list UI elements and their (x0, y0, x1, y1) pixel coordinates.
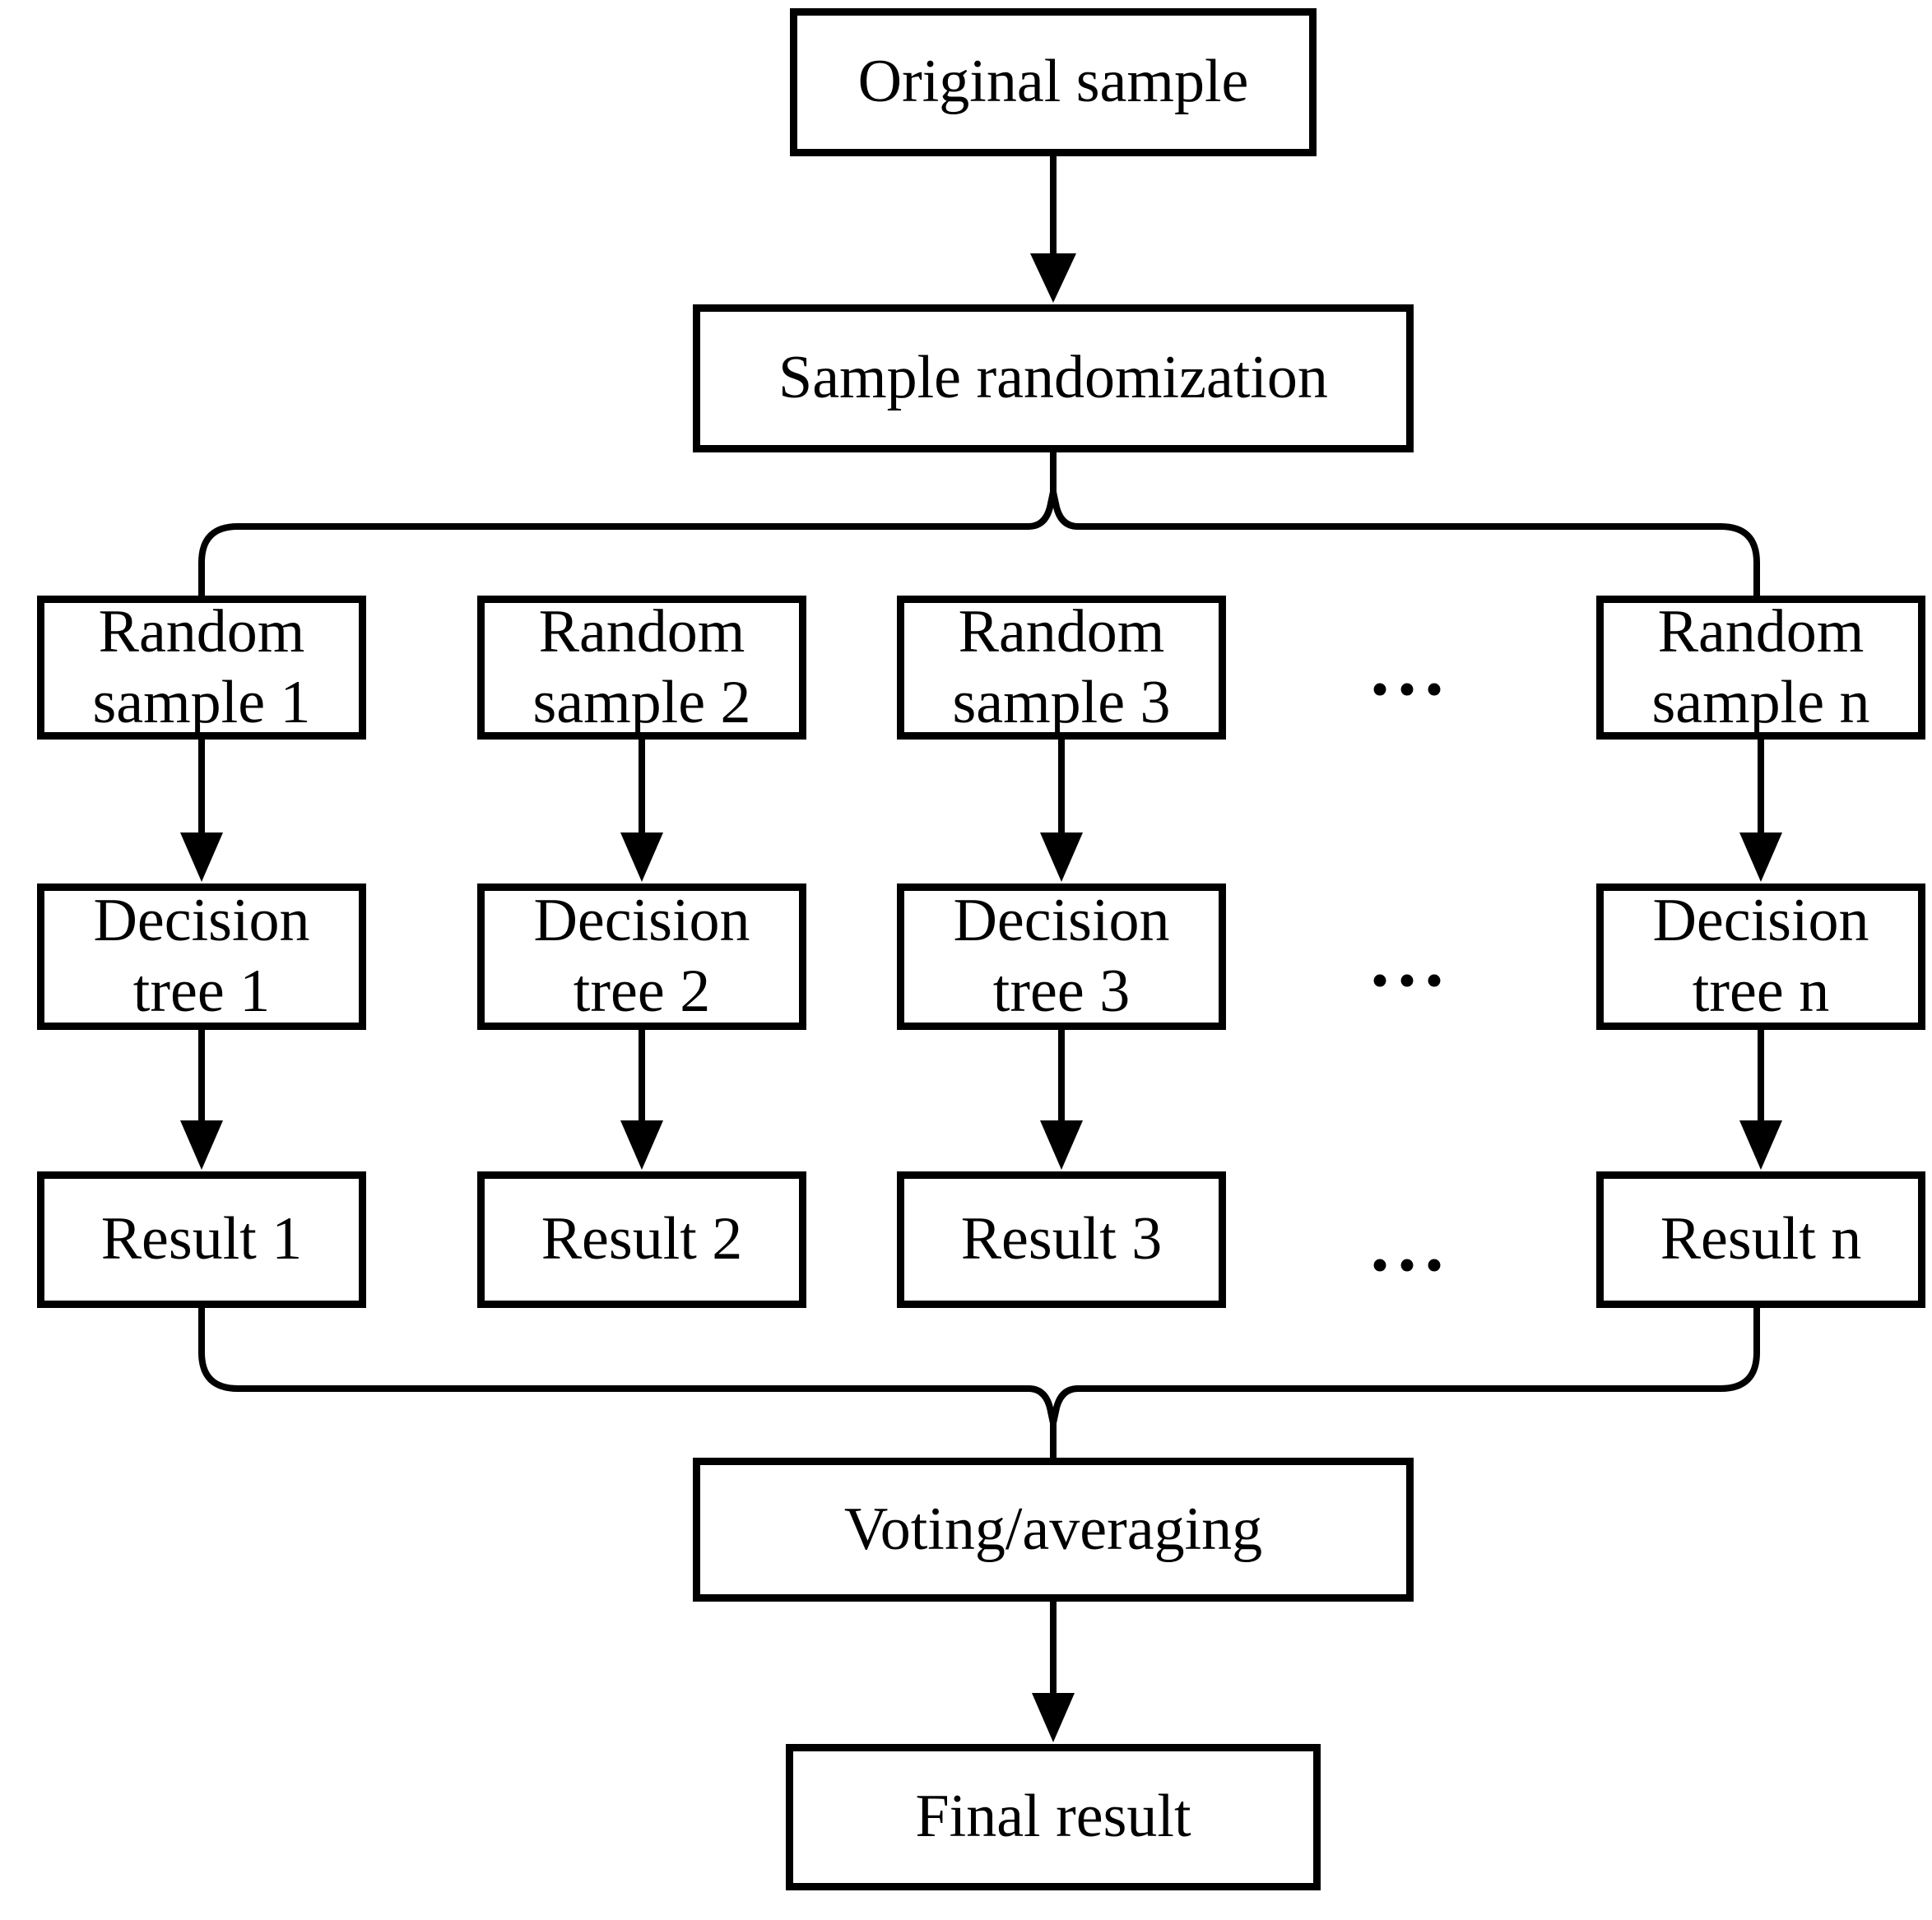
node-result-3-label: Result 3 (960, 1205, 1163, 1273)
node-result-1-label: Result 1 (100, 1205, 303, 1273)
node-final-result-label: Final result (915, 1783, 1191, 1851)
node-decision-tree-1-label: Decision tree 1 (93, 887, 310, 1025)
ellipsis-random-sample-row: ... (1370, 627, 1452, 711)
node-result-n: Result n (1596, 1171, 1925, 1308)
node-result-n-label: Result n (1660, 1205, 1862, 1273)
node-random-sample-3-label: Random sample 3 (952, 597, 1171, 736)
node-decision-tree-1: Decision tree 1 (37, 883, 366, 1030)
arrow-original-to-randomization (1030, 156, 1076, 303)
arrow-voting-to-final (1032, 1602, 1075, 1742)
ellipsis-result-row: ... (1370, 1203, 1452, 1287)
node-result-2-label: Result 2 (541, 1205, 743, 1273)
node-original-sample-label: Original sample (857, 48, 1249, 116)
node-decision-tree-n-label: Decision tree n (1652, 887, 1869, 1025)
node-random-sample-1-label: Random sample 1 (92, 597, 311, 736)
node-random-sample-1: Random sample 1 (37, 596, 366, 740)
node-random-sample-n-label: Random sample n (1651, 597, 1870, 736)
node-result-3: Result 3 (897, 1171, 1226, 1308)
node-voting-averaging-label: Voting/averaging (843, 1495, 1263, 1563)
node-random-sample-n: Random sample n (1596, 596, 1925, 740)
arrow-sample2-to-tree2 (620, 740, 663, 882)
node-decision-tree-3: Decision tree 3 (897, 883, 1226, 1030)
arrow-treen-to-resultn (1739, 1030, 1782, 1170)
node-decision-tree-n: Decision tree n (1596, 883, 1925, 1030)
arrow-samplen-to-treen (1739, 740, 1782, 882)
brace-top (198, 452, 1760, 596)
node-decision-tree-2: Decision tree 2 (477, 883, 806, 1030)
node-original-sample: Original sample (790, 8, 1317, 156)
node-voting-averaging: Voting/averaging (693, 1458, 1414, 1602)
node-sample-randomization-label: Sample randomization (778, 344, 1328, 412)
node-decision-tree-3-label: Decision tree 3 (953, 887, 1170, 1025)
node-random-sample-3: Random sample 3 (897, 596, 1226, 740)
node-random-sample-2: Random sample 2 (477, 596, 806, 740)
arrow-sample3-to-tree3 (1040, 740, 1083, 882)
node-result-2: Result 2 (477, 1171, 806, 1308)
node-sample-randomization: Sample randomization (693, 304, 1414, 452)
node-result-1: Result 1 (37, 1171, 366, 1308)
arrow-tree2-to-result2 (620, 1030, 663, 1170)
arrow-sample1-to-tree1 (180, 740, 223, 882)
arrow-tree1-to-result1 (180, 1030, 223, 1170)
brace-bottom (198, 1308, 1760, 1458)
node-final-result: Final result (786, 1744, 1321, 1890)
node-decision-tree-2-label: Decision tree 2 (533, 887, 750, 1025)
ellipsis-decision-tree-row: ... (1370, 918, 1452, 1002)
node-random-sample-2-label: Random sample 2 (532, 597, 751, 736)
arrow-tree3-to-result3 (1040, 1030, 1083, 1170)
